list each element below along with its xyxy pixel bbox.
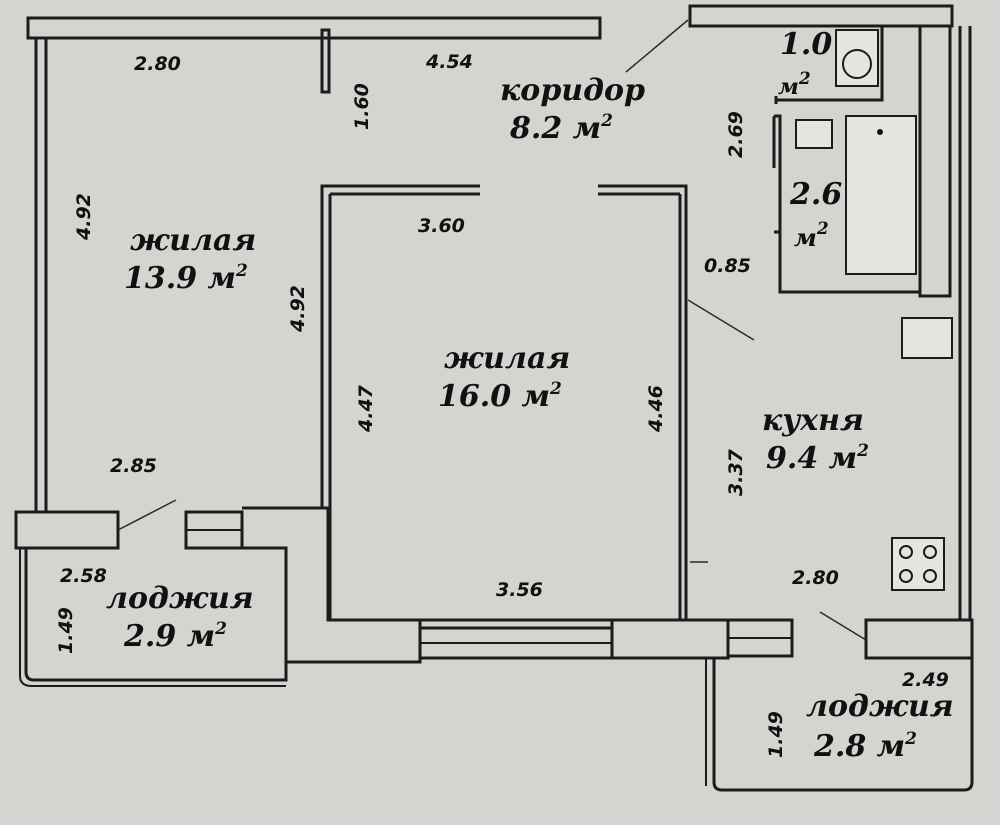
room-area-kitchen: 9.4 м2 bbox=[766, 441, 869, 476]
sink-icon bbox=[795, 119, 833, 149]
dim-loggia-right-width: 2.49 bbox=[902, 669, 949, 691]
pier-left bbox=[14, 510, 120, 550]
dim-left-room-height-inner: 4.92 bbox=[287, 285, 309, 333]
dim-loggia-left-width: 2.58 bbox=[60, 565, 107, 587]
dim-center-room-left-height: 4.47 bbox=[355, 384, 377, 433]
wall-top-right bbox=[688, 4, 954, 28]
stove-icon bbox=[891, 537, 945, 591]
stove-burner-icon bbox=[923, 545, 937, 559]
room-area-loggia-right: 2.8 м2 bbox=[813, 729, 917, 764]
fixtures bbox=[795, 29, 953, 591]
room-labels: коридор 8.2 м2 1.0 м2 2.6 м2 жилая 13.9 … bbox=[106, 27, 954, 764]
dim-bathroom-length: 2.69 bbox=[725, 111, 747, 158]
wall-top-left bbox=[26, 16, 602, 40]
room-name-kitchen: кухня bbox=[762, 403, 864, 438]
dim-left-room-bottom-width: 2.85 bbox=[110, 455, 157, 477]
bathtub-icon bbox=[845, 115, 917, 275]
leader-loggia-left bbox=[117, 499, 177, 531]
wall-loggia-left-right bbox=[242, 506, 422, 664]
dim-center-room-width-bottom: 3.56 bbox=[496, 579, 543, 601]
wall-bath-bottom bbox=[774, 230, 920, 294]
dim-loggia-left-depth: 1.49 bbox=[55, 607, 77, 654]
dim-center-room-right-height: 4.46 bbox=[645, 385, 667, 433]
room-area-bathroom: 2.6 bbox=[789, 177, 842, 212]
stove-burner-icon bbox=[899, 569, 913, 583]
kitchen-sink-icon bbox=[901, 317, 953, 359]
loggia-left-outline bbox=[24, 548, 288, 682]
bathtub-drain-icon bbox=[877, 129, 883, 135]
wall-toilet bbox=[776, 26, 884, 102]
dim-top-left-width: 2.80 bbox=[134, 53, 181, 75]
dim-corridor-passage: 0.85 bbox=[704, 255, 751, 277]
walls bbox=[14, 4, 974, 792]
room-unit-toilet: м2 bbox=[778, 69, 811, 100]
room-unit-bathroom: м2 bbox=[794, 219, 829, 252]
pier-kitchen-right bbox=[864, 618, 974, 660]
room-area-loggia-left: 2.9 м2 bbox=[123, 619, 227, 654]
leader-lines bbox=[117, 19, 867, 641]
room-name-loggia-left: лоджия bbox=[106, 581, 254, 616]
loggia-right-outline bbox=[712, 658, 974, 792]
room-area-toilet: 1.0 bbox=[780, 27, 832, 62]
wall-center-right bbox=[598, 184, 688, 620]
toilet-bowl-icon bbox=[842, 49, 872, 79]
dim-loggia-right-depth: 1.49 bbox=[765, 711, 787, 758]
room-name-living-left: жилая bbox=[130, 223, 256, 258]
dim-center-room-width-top: 3.60 bbox=[418, 215, 465, 237]
stove-burner-icon bbox=[923, 569, 937, 583]
dim-corridor-length: 4.54 bbox=[425, 51, 473, 73]
room-area-living-center: 16.0 м2 bbox=[438, 379, 562, 414]
wall-bath-shaft bbox=[918, 24, 952, 298]
dim-kitchen-height: 3.37 bbox=[725, 448, 747, 496]
leader-loggia-right bbox=[819, 611, 867, 641]
pier-bottom-right bbox=[610, 618, 730, 660]
wall-bath-left bbox=[774, 114, 782, 232]
wall-partition-stub bbox=[320, 28, 331, 94]
dim-stub-length: 1.60 bbox=[351, 83, 373, 130]
loggia-left-outline-outer bbox=[19, 548, 286, 687]
room-name-loggia-right: лоджия bbox=[806, 689, 954, 724]
leader-kitchen bbox=[687, 299, 755, 341]
leader-corridor bbox=[625, 19, 689, 73]
stove-burner-icon bbox=[899, 545, 913, 559]
room-area-corridor: 8.2 м2 bbox=[509, 111, 613, 146]
room-area-living-left: 13.9 м2 bbox=[124, 261, 248, 296]
wall-center-left bbox=[320, 184, 480, 508]
room-name-living-center: жилая bbox=[444, 341, 570, 376]
dim-left-room-height-outer: 4.92 bbox=[73, 193, 95, 241]
dimension-labels: 2.80 1.60 4.54 2.69 4.92 4.92 3.60 0.85 … bbox=[55, 51, 949, 758]
dim-kitchen-width: 2.80 bbox=[792, 567, 839, 589]
room-name-corridor: коридор bbox=[500, 73, 645, 108]
